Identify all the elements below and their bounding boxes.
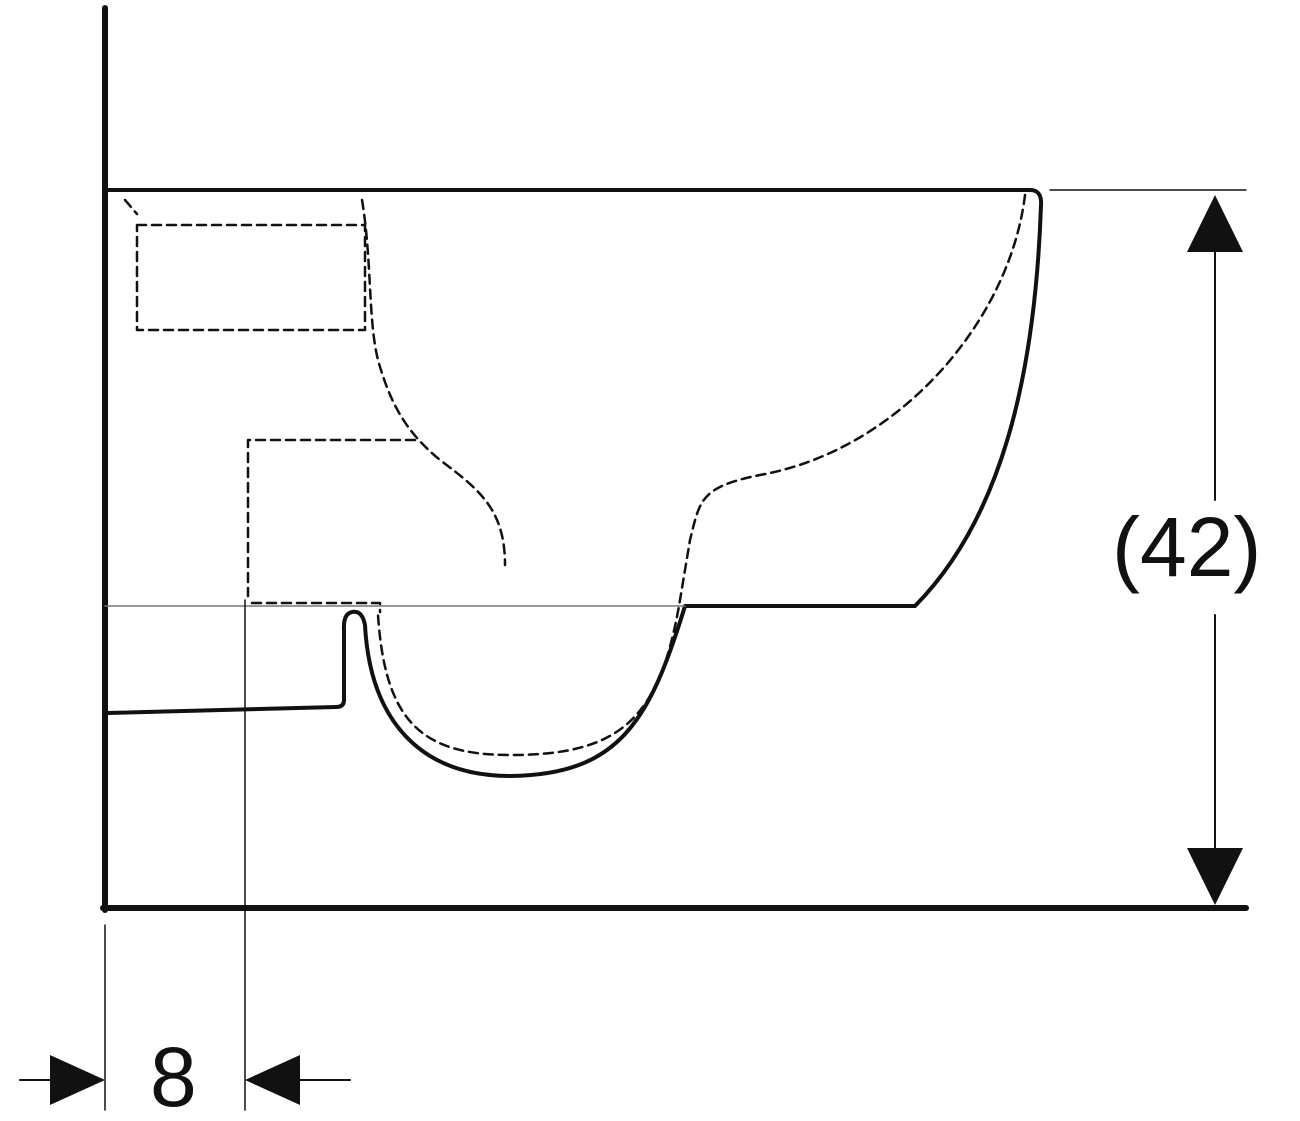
- arrow-right-icon: [50, 1055, 105, 1105]
- toilet-outline: [103, 188, 1044, 778]
- arrow-left-icon: [245, 1055, 300, 1105]
- wall-offset-dimension-label: 8: [150, 1030, 197, 1121]
- arrow-down-icon: [1187, 848, 1243, 905]
- height-dimension-label: (42): [1112, 500, 1262, 594]
- arrow-up-icon: [1187, 195, 1243, 252]
- hidden-lines: [123, 193, 1027, 757]
